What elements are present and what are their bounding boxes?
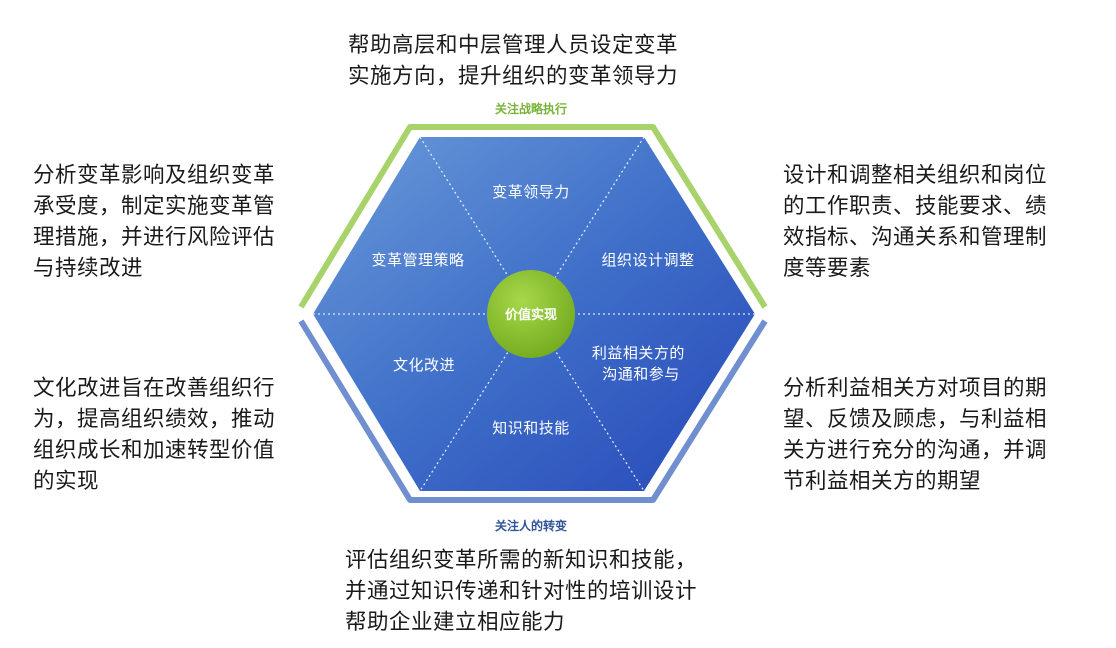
description-left-upper: 分析变革影响及组织变革 承受度，制定实施变革管 理措施，并进行风险评估 与持续改… <box>33 163 276 281</box>
segment-label-stakeholder: 利益相关方的 沟通和参与 <box>592 344 690 383</box>
top-band-outline <box>298 124 768 309</box>
bottom-band-outline <box>298 319 768 503</box>
description-top: 帮助高层和中层管理人员设定变革 实施方向，提升组织的变革领导力 <box>348 33 679 89</box>
bottom-band-label: 关注人的转变 <box>495 518 567 533</box>
segment-label-culture: 文化改进 <box>393 356 455 374</box>
segment-label-stakeholder-line2: 沟通和参与 <box>602 365 680 383</box>
segment-label-change-leadership: 变革领导力 <box>492 183 570 201</box>
segment-label-strategy: 变革管理策略 <box>371 251 464 269</box>
top-band-label: 关注战略执行 <box>495 101 567 116</box>
center-circle <box>487 270 575 358</box>
segment-label-knowledge-skills: 知识和技能 <box>492 419 570 437</box>
segment-label-stakeholder-line1: 利益相关方的 <box>592 344 685 362</box>
segment-label-org-design: 组织设计调整 <box>601 251 694 269</box>
center-label: 价值实现 <box>505 307 557 323</box>
description-bottom: 评估组织变革所需的新知识和技能， 并通过知识传递和针对性的培训设计 帮助企业建立… <box>345 548 698 635</box>
description-left-lower: 文化改进旨在改善组织行 为，提高组织绩效，推动 组织成长和加速转型价值 的实现 <box>33 376 276 494</box>
description-right-upper: 设计和调整相关组织和岗位 的工作职责、技能要求、绩 效指标、沟通关系和管理制 度… <box>783 163 1048 281</box>
description-right-lower: 分析利益相关方对项目的期 望、反馈及顾虑，与利益相 关方进行充分的沟通，并调 节… <box>783 376 1048 494</box>
